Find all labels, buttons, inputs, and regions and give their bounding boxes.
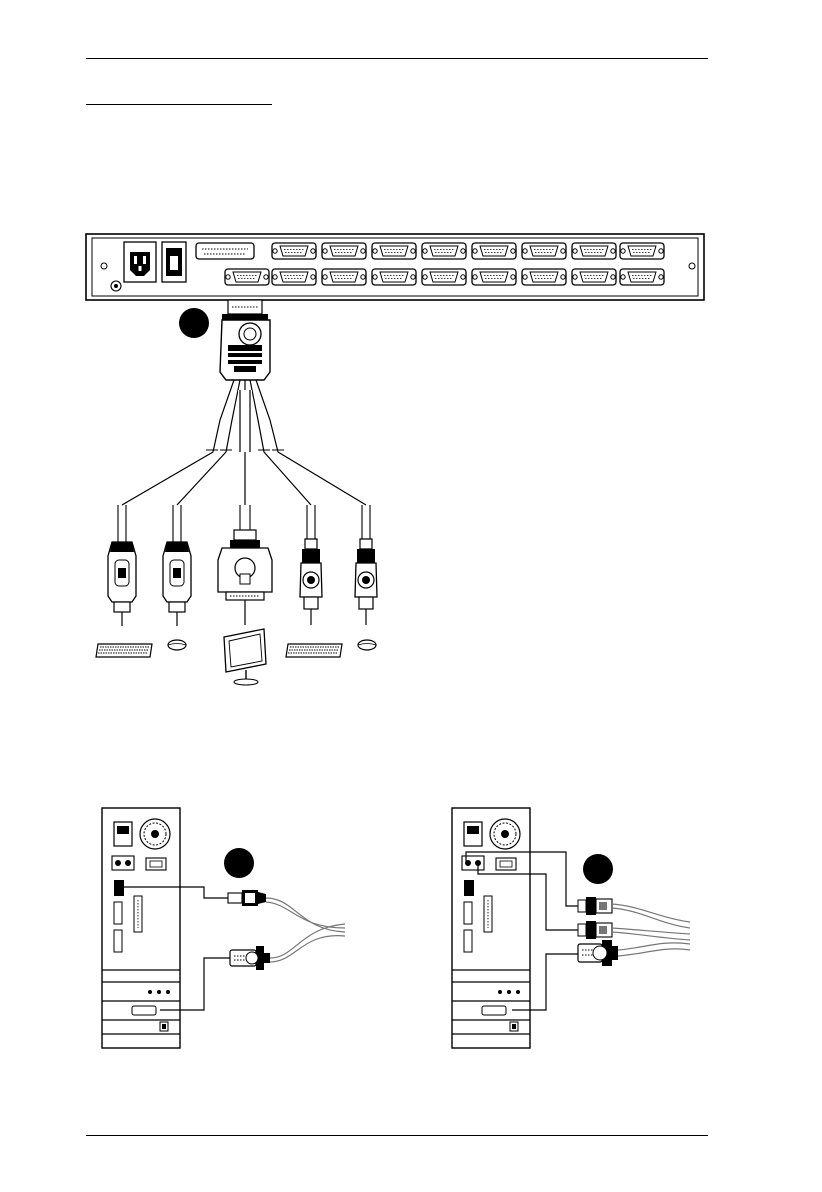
footer-rule xyxy=(86,1135,708,1136)
power-socket-icon xyxy=(124,242,156,282)
mouse-icon xyxy=(358,640,376,650)
usb-cable-bundle xyxy=(266,898,345,962)
keyboard-icon xyxy=(96,644,152,657)
usb-mouse-plug-icon xyxy=(163,542,191,626)
ps2-mouse-connector-icon xyxy=(578,921,612,939)
mouse-icon xyxy=(168,640,186,650)
ps2-mouse-plug-icon xyxy=(355,539,377,625)
callout-badge xyxy=(583,854,613,884)
ps2-keyboard-connector-icon xyxy=(578,897,612,915)
power-switch-icon xyxy=(162,242,186,282)
keyboard-icon xyxy=(286,644,342,657)
vga-connector-icon xyxy=(230,946,270,970)
monitor-icon xyxy=(224,629,266,685)
ps2-cable-bundle xyxy=(612,904,690,956)
computer-rear-panel-usb xyxy=(102,808,180,1048)
usb-a-connector-icon xyxy=(228,890,266,906)
vga-plug-icon xyxy=(218,530,272,625)
kvm-adapter-cable-head xyxy=(220,300,270,380)
vga-connector-icon xyxy=(578,940,618,966)
console-port-icon xyxy=(196,243,254,259)
callout-badge xyxy=(179,308,209,338)
computer-rear-panel-ps2 xyxy=(452,808,530,1048)
callout-badge xyxy=(224,848,254,878)
ps2-keyboard-plug-icon xyxy=(300,539,322,625)
usb-keyboard-plug-icon xyxy=(108,542,136,626)
kvm-switch-rear-panel xyxy=(86,234,704,300)
